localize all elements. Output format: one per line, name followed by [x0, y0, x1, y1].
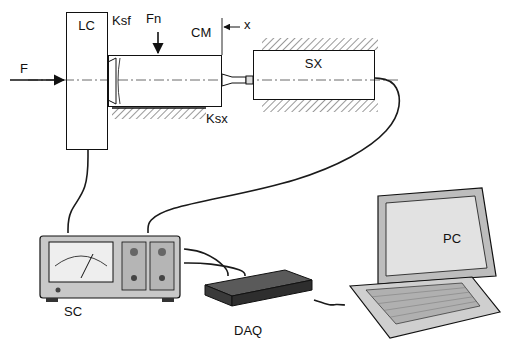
laptop [372, 288, 466, 297]
cable [68, 150, 88, 233]
ground-support [112, 108, 206, 119]
laptop [350, 188, 500, 338]
cable [184, 263, 245, 276]
part-name: SX [305, 57, 322, 71]
component-box: SX [253, 50, 375, 100]
part-name: SC [64, 305, 82, 319]
device-area: SC [38, 233, 184, 323]
sensor-mount [262, 100, 378, 112]
signal-conditioner [131, 275, 137, 281]
part-name: PC [443, 232, 461, 246]
connecting-rod [222, 74, 246, 86]
cable [148, 78, 399, 233]
signal-conditioner [130, 248, 138, 256]
signal-conditioner [122, 242, 146, 290]
part-name: LC [78, 19, 95, 33]
signal-conditioner [49, 242, 113, 282]
stiffness-label: Ksf [112, 14, 131, 28]
daq-box [232, 280, 312, 306]
dimension-line [222, 18, 223, 55]
connecting-rod [222, 74, 253, 86]
dimension-label: x [244, 18, 251, 32]
dimension-arrow [224, 27, 240, 28]
connecting-rod [246, 76, 253, 84]
laptop [378, 292, 469, 303]
signal-conditioner [56, 288, 61, 293]
force-label: F [20, 62, 28, 76]
laptop [384, 297, 473, 311]
component-box: LC [66, 12, 108, 150]
signal-conditioner [158, 248, 166, 256]
stiffness-label: Ksx [206, 112, 228, 126]
signal-conditioner [159, 275, 165, 281]
signal-conditioner [81, 254, 93, 278]
device-area: PC [345, 188, 501, 342]
daq-box [205, 270, 312, 306]
center-line [28, 80, 400, 81]
signal-conditioner [40, 236, 180, 298]
laptop [386, 196, 487, 276]
laptop [372, 288, 476, 318]
signal-conditioner [162, 298, 174, 302]
cable [314, 300, 345, 305]
component-box: CM [108, 55, 222, 107]
laptop [350, 277, 500, 338]
daq-box [205, 285, 232, 306]
sensor-mount [262, 38, 378, 50]
signal-conditioner [150, 242, 174, 290]
device-area: DAQ [200, 276, 314, 340]
part-name: CM [191, 26, 211, 40]
force-arrow [10, 79, 64, 81]
signal-conditioner [40, 236, 180, 302]
laptop [366, 283, 480, 324]
signal-conditioner [46, 298, 58, 302]
laptop [378, 188, 496, 284]
ground-support [112, 107, 206, 108]
signal-conditioner [55, 256, 107, 266]
normal-force-arrow [157, 32, 159, 53]
ground-support [112, 108, 206, 119]
part-name: DAQ [234, 324, 262, 338]
laptop [390, 301, 476, 317]
cylinder-edge [118, 58, 120, 104]
force-label: Fn [146, 12, 161, 26]
contact-cone [108, 58, 116, 104]
